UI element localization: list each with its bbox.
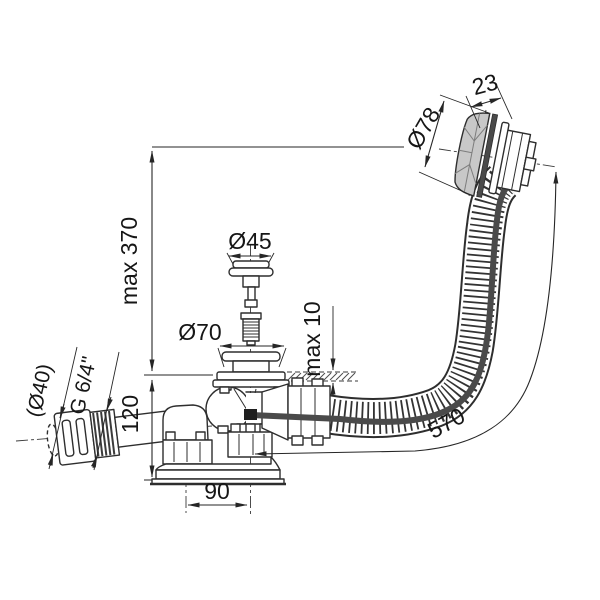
outlet-pipe-group xyxy=(46,406,205,466)
dim-cap-diameter-label: Ø78 xyxy=(401,103,445,154)
connector-nut xyxy=(287,385,331,439)
cup-nut-right xyxy=(227,431,273,458)
dim-cap-depth-label: 23 xyxy=(469,68,500,100)
hose-seal xyxy=(244,409,257,420)
dim-outlet-thread-label: G 6/4" xyxy=(66,354,102,416)
dim-outlet-offset-label: 90 xyxy=(204,478,230,504)
dim-outlet-pipe-diameter-label: (Ø40) xyxy=(22,362,56,419)
dimensions xyxy=(47,85,559,508)
outlet-elbow xyxy=(162,404,209,441)
overflow-latch xyxy=(523,156,537,172)
dim-max-install-height-label: max 370 xyxy=(116,217,142,305)
plug-cap xyxy=(228,267,274,277)
plug-cap-top xyxy=(232,260,270,269)
dim-plug-diameter-label: Ø45 xyxy=(228,228,271,254)
hose-length-dimension xyxy=(254,171,559,457)
dim-flange-diameter-label: Ø70 xyxy=(178,319,221,345)
drain-plug xyxy=(228,260,274,346)
dim-tub-wall-label: max 10 xyxy=(299,301,325,376)
dim-trap-height-label: 120 xyxy=(117,395,143,433)
